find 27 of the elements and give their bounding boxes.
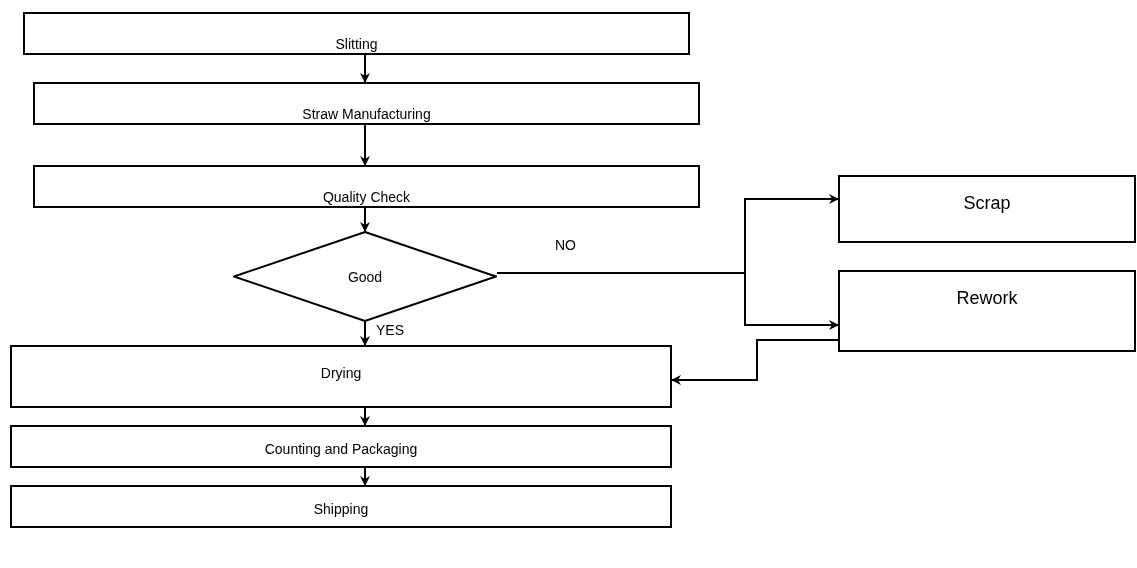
node-label: Slitting — [335, 36, 378, 54]
node-label: Quality Check — [322, 189, 411, 207]
arrow — [360, 321, 370, 346]
process-box — [838, 270, 1136, 352]
process-box — [10, 425, 672, 468]
decision-diamond — [233, 231, 497, 322]
process-box — [10, 485, 672, 528]
node-label: Shipping — [313, 501, 369, 519]
arrow — [360, 207, 370, 232]
process-box — [33, 82, 700, 125]
edge-label: YES — [374, 322, 406, 338]
node-label: Good — [347, 268, 383, 285]
arrow — [360, 467, 370, 486]
process-box — [838, 175, 1136, 243]
node-label: Drying — [320, 365, 362, 383]
node-label: Straw Manufacturing — [302, 106, 431, 124]
arrow — [360, 407, 370, 426]
process-box — [10, 345, 672, 408]
edge-label: NO — [553, 237, 578, 253]
node-label: Scrap — [963, 193, 1011, 215]
process-box — [33, 165, 700, 208]
arrow — [671, 339, 839, 385]
process-box — [23, 12, 690, 55]
arrow — [360, 124, 370, 166]
arrow — [360, 54, 370, 83]
node-label: Counting and Packaging — [264, 441, 418, 459]
node-label: Rework — [956, 288, 1018, 310]
